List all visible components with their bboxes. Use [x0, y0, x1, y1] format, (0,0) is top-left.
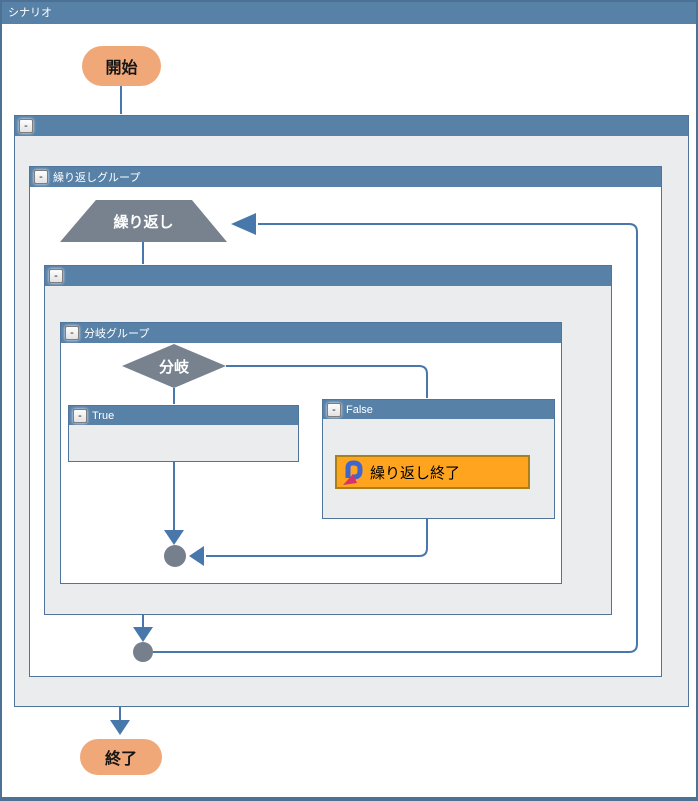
- flowchart-canvas: - - 繰り返しグループ - - 分岐グループ -: [2, 24, 696, 797]
- group-true-header[interactable]: - True: [69, 406, 298, 425]
- loop-node-label: 繰り返し: [113, 213, 174, 231]
- scenario-title: シナリオ: [8, 7, 52, 19]
- group-loop-header[interactable]: - 繰り返しグループ: [30, 167, 661, 187]
- end-node[interactable]: 終了: [80, 739, 162, 775]
- collapse-button[interactable]: -: [65, 326, 79, 340]
- end-node-label: 終了: [104, 751, 137, 768]
- group-true[interactable]: - True: [68, 405, 299, 462]
- group-false-label: False: [346, 403, 373, 416]
- collapse-button[interactable]: -: [34, 170, 48, 184]
- loop-end-icon: [343, 460, 363, 485]
- branch-node-label: 分岐: [158, 358, 189, 376]
- group-branch-header[interactable]: - 分岐グループ: [61, 323, 561, 343]
- group-branch-label: 分岐グループ: [84, 328, 150, 340]
- group-outer-header[interactable]: -: [15, 116, 688, 136]
- scenario-titlebar: シナリオ: [2, 2, 696, 24]
- collapse-button[interactable]: -: [19, 119, 33, 133]
- collapse-button[interactable]: -: [327, 402, 341, 417]
- loop-end-node-label: 繰り返し終了: [370, 464, 461, 482]
- group-false-header[interactable]: - False: [323, 400, 554, 419]
- group-inner-header[interactable]: -: [45, 266, 611, 286]
- collapse-button[interactable]: -: [49, 269, 63, 283]
- start-node-label: 開始: [105, 60, 138, 77]
- collapse-button[interactable]: -: [73, 408, 87, 423]
- loop-end-node[interactable]: 繰り返し終了: [335, 455, 530, 489]
- group-true-label: True: [92, 409, 115, 422]
- arrowhead-into-end: [110, 720, 130, 735]
- group-loop-label: 繰り返しグループ: [53, 172, 141, 184]
- start-node[interactable]: 開始: [82, 46, 161, 86]
